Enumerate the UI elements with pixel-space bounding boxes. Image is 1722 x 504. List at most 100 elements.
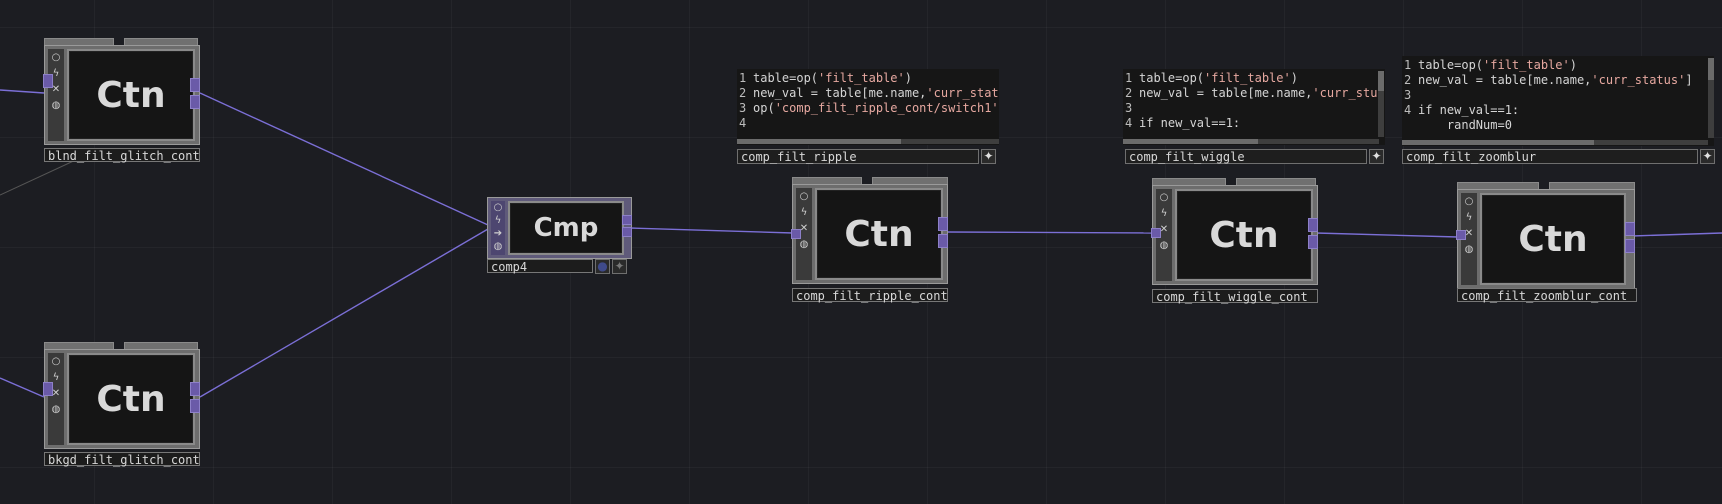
line-number: 4 bbox=[1404, 103, 1412, 117]
input-port[interactable] bbox=[43, 74, 53, 88]
node-comp-filt-wiggle-cont[interactable]: ○ ϟ ✕ ◍ Ctn comp_filt_wiggle_cont bbox=[1151, 178, 1318, 306]
input-port[interactable] bbox=[1151, 228, 1161, 238]
bypass-lightning-icon[interactable]: ϟ bbox=[1465, 211, 1473, 223]
output-port[interactable] bbox=[938, 234, 948, 248]
input-port[interactable] bbox=[43, 382, 53, 396]
code-line[interactable]: 3 bbox=[1404, 88, 1714, 103]
node-viewer[interactable]: Cmp bbox=[508, 201, 624, 255]
node-viewer[interactable]: Ctn bbox=[67, 49, 195, 141]
delete-x-icon[interactable]: ✕ bbox=[51, 83, 61, 95]
node-comp4[interactable]: ○ ϟ ➔ ◍ Cmp comp4 ● ✦ bbox=[487, 197, 632, 277]
wire-zoomblur-out[interactable] bbox=[1631, 232, 1722, 237]
bypass-lightning-icon[interactable]: ϟ bbox=[1160, 207, 1168, 219]
output-port[interactable] bbox=[190, 382, 200, 396]
dat-name-label[interactable]: comp_filt_wiggle bbox=[1125, 149, 1367, 164]
lock-icon[interactable]: ◍ bbox=[1464, 243, 1474, 255]
node-name-label[interactable]: blnd_filt_glitch_cont bbox=[44, 148, 200, 163]
output-port[interactable] bbox=[1625, 222, 1635, 236]
node-comp-filt-ripple-cont[interactable]: ○ ϟ ✕ ◍ Ctn comp_filt_ripple_cont bbox=[791, 177, 948, 305]
bypass-lightning-icon[interactable]: ϟ bbox=[494, 215, 502, 226]
viewer-circle-icon[interactable]: ○ bbox=[51, 355, 61, 367]
viewer-toggle-icon[interactable]: ● bbox=[595, 259, 610, 274]
lock-icon[interactable]: ◍ bbox=[51, 403, 61, 415]
code-line[interactable]: 4 bbox=[739, 116, 999, 131]
output-port[interactable] bbox=[1625, 239, 1635, 253]
viewer-circle-icon[interactable]: ○ bbox=[799, 190, 809, 202]
vertical-scrollbar[interactable] bbox=[1708, 58, 1714, 138]
bypass-lightning-icon[interactable]: ϟ bbox=[800, 206, 808, 218]
plus-icon[interactable]: ✦ bbox=[1700, 149, 1715, 164]
wire-in-blnd[interactable] bbox=[0, 89, 45, 94]
vertical-scrollbar[interactable] bbox=[1378, 71, 1384, 137]
plus-icon[interactable]: ✦ bbox=[981, 149, 996, 164]
output-port[interactable] bbox=[190, 95, 200, 109]
plus-icon[interactable]: ✦ bbox=[612, 259, 627, 274]
output-port[interactable] bbox=[1308, 218, 1318, 232]
delete-x-icon[interactable]: ✕ bbox=[1464, 227, 1474, 239]
node-blnd-filt-glitch-cont[interactable]: ○ ϟ ✕ ◍ Ctn blnd_filt_glitch_cont bbox=[43, 38, 200, 164]
lock-icon[interactable]: ◍ bbox=[799, 238, 809, 250]
lock-icon[interactable]: ◍ bbox=[1159, 239, 1169, 251]
node-viewer[interactable]: Ctn bbox=[1175, 189, 1313, 281]
node-name-label[interactable]: bkgd_filt_glitch_cont bbox=[44, 452, 200, 467]
bypass-lightning-icon[interactable]: ϟ bbox=[52, 371, 60, 383]
dat-name-label[interactable]: comp_filt_ripple bbox=[737, 149, 979, 164]
delete-x-icon[interactable]: ✕ bbox=[799, 222, 809, 234]
bypass-lightning-icon[interactable]: ϟ bbox=[52, 67, 60, 79]
output-port[interactable] bbox=[622, 227, 632, 237]
horizontal-scrollbar[interactable] bbox=[1402, 140, 1708, 145]
wire-in-bkgd[interactable] bbox=[0, 377, 45, 398]
horizontal-scrollbar[interactable] bbox=[1123, 139, 1379, 144]
node-comp-filt-zoomblur-cont[interactable]: ○ ϟ ✕ ◍ Ctn comp_filt_zoomblur_cont bbox=[1456, 182, 1637, 310]
lock-icon[interactable]: ◍ bbox=[51, 99, 61, 111]
output-port[interactable] bbox=[190, 399, 200, 413]
viewer-circle-icon[interactable]: ○ bbox=[1159, 191, 1169, 203]
wire-bkgd-to-comp4[interactable] bbox=[199, 228, 489, 398]
node-viewer[interactable]: Ctn bbox=[67, 353, 195, 445]
node-name-label[interactable]: comp_filt_wiggle_cont bbox=[1152, 289, 1318, 304]
code-line[interactable]: randNum=0 bbox=[1404, 118, 1714, 133]
wire-blnd-to-comp4[interactable] bbox=[199, 92, 489, 226]
viewer-circle-icon[interactable]: ○ bbox=[51, 51, 61, 63]
output-port[interactable] bbox=[622, 215, 632, 225]
plus-icon[interactable]: ✦ bbox=[1369, 149, 1384, 164]
node-viewer[interactable]: Ctn bbox=[815, 188, 943, 280]
node-viewer[interactable]: Ctn bbox=[1480, 193, 1626, 285]
node-name-label[interactable]: comp_filt_zoomblur_cont bbox=[1457, 288, 1637, 303]
output-port[interactable] bbox=[190, 78, 200, 92]
wire-wiggle-to-zoomblur[interactable] bbox=[1315, 232, 1459, 238]
wire-ripple-to-wiggle[interactable] bbox=[946, 231, 1154, 234]
node-name-label[interactable]: comp4 bbox=[487, 259, 593, 274]
input-port[interactable] bbox=[791, 229, 801, 239]
code-line[interactable]: 3 bbox=[1125, 101, 1385, 116]
lock-icon[interactable]: ◍ bbox=[493, 241, 503, 252]
output-port[interactable] bbox=[938, 217, 948, 231]
viewer-circle-icon[interactable]: ○ bbox=[1464, 195, 1474, 207]
delete-x-icon[interactable]: ➔ bbox=[493, 228, 503, 239]
input-port[interactable] bbox=[1456, 230, 1466, 240]
horizontal-scrollbar[interactable] bbox=[737, 139, 999, 144]
output-port[interactable] bbox=[1308, 235, 1318, 249]
node-bkgd-filt-glitch-cont[interactable]: ○ ϟ ✕ ◍ Ctn bkgd_filt_glitch_cont bbox=[43, 342, 200, 468]
wire-comp4-to-ripple[interactable] bbox=[629, 227, 794, 234]
delete-x-icon[interactable]: ✕ bbox=[51, 387, 61, 399]
node-name-label[interactable]: comp_filt_ripple_cont bbox=[792, 288, 948, 303]
dat-name-label[interactable]: comp_filt_zoomblur bbox=[1402, 149, 1698, 164]
viewer-circle-icon[interactable]: ○ bbox=[493, 202, 503, 213]
delete-x-icon[interactable]: ✕ bbox=[1159, 223, 1169, 235]
